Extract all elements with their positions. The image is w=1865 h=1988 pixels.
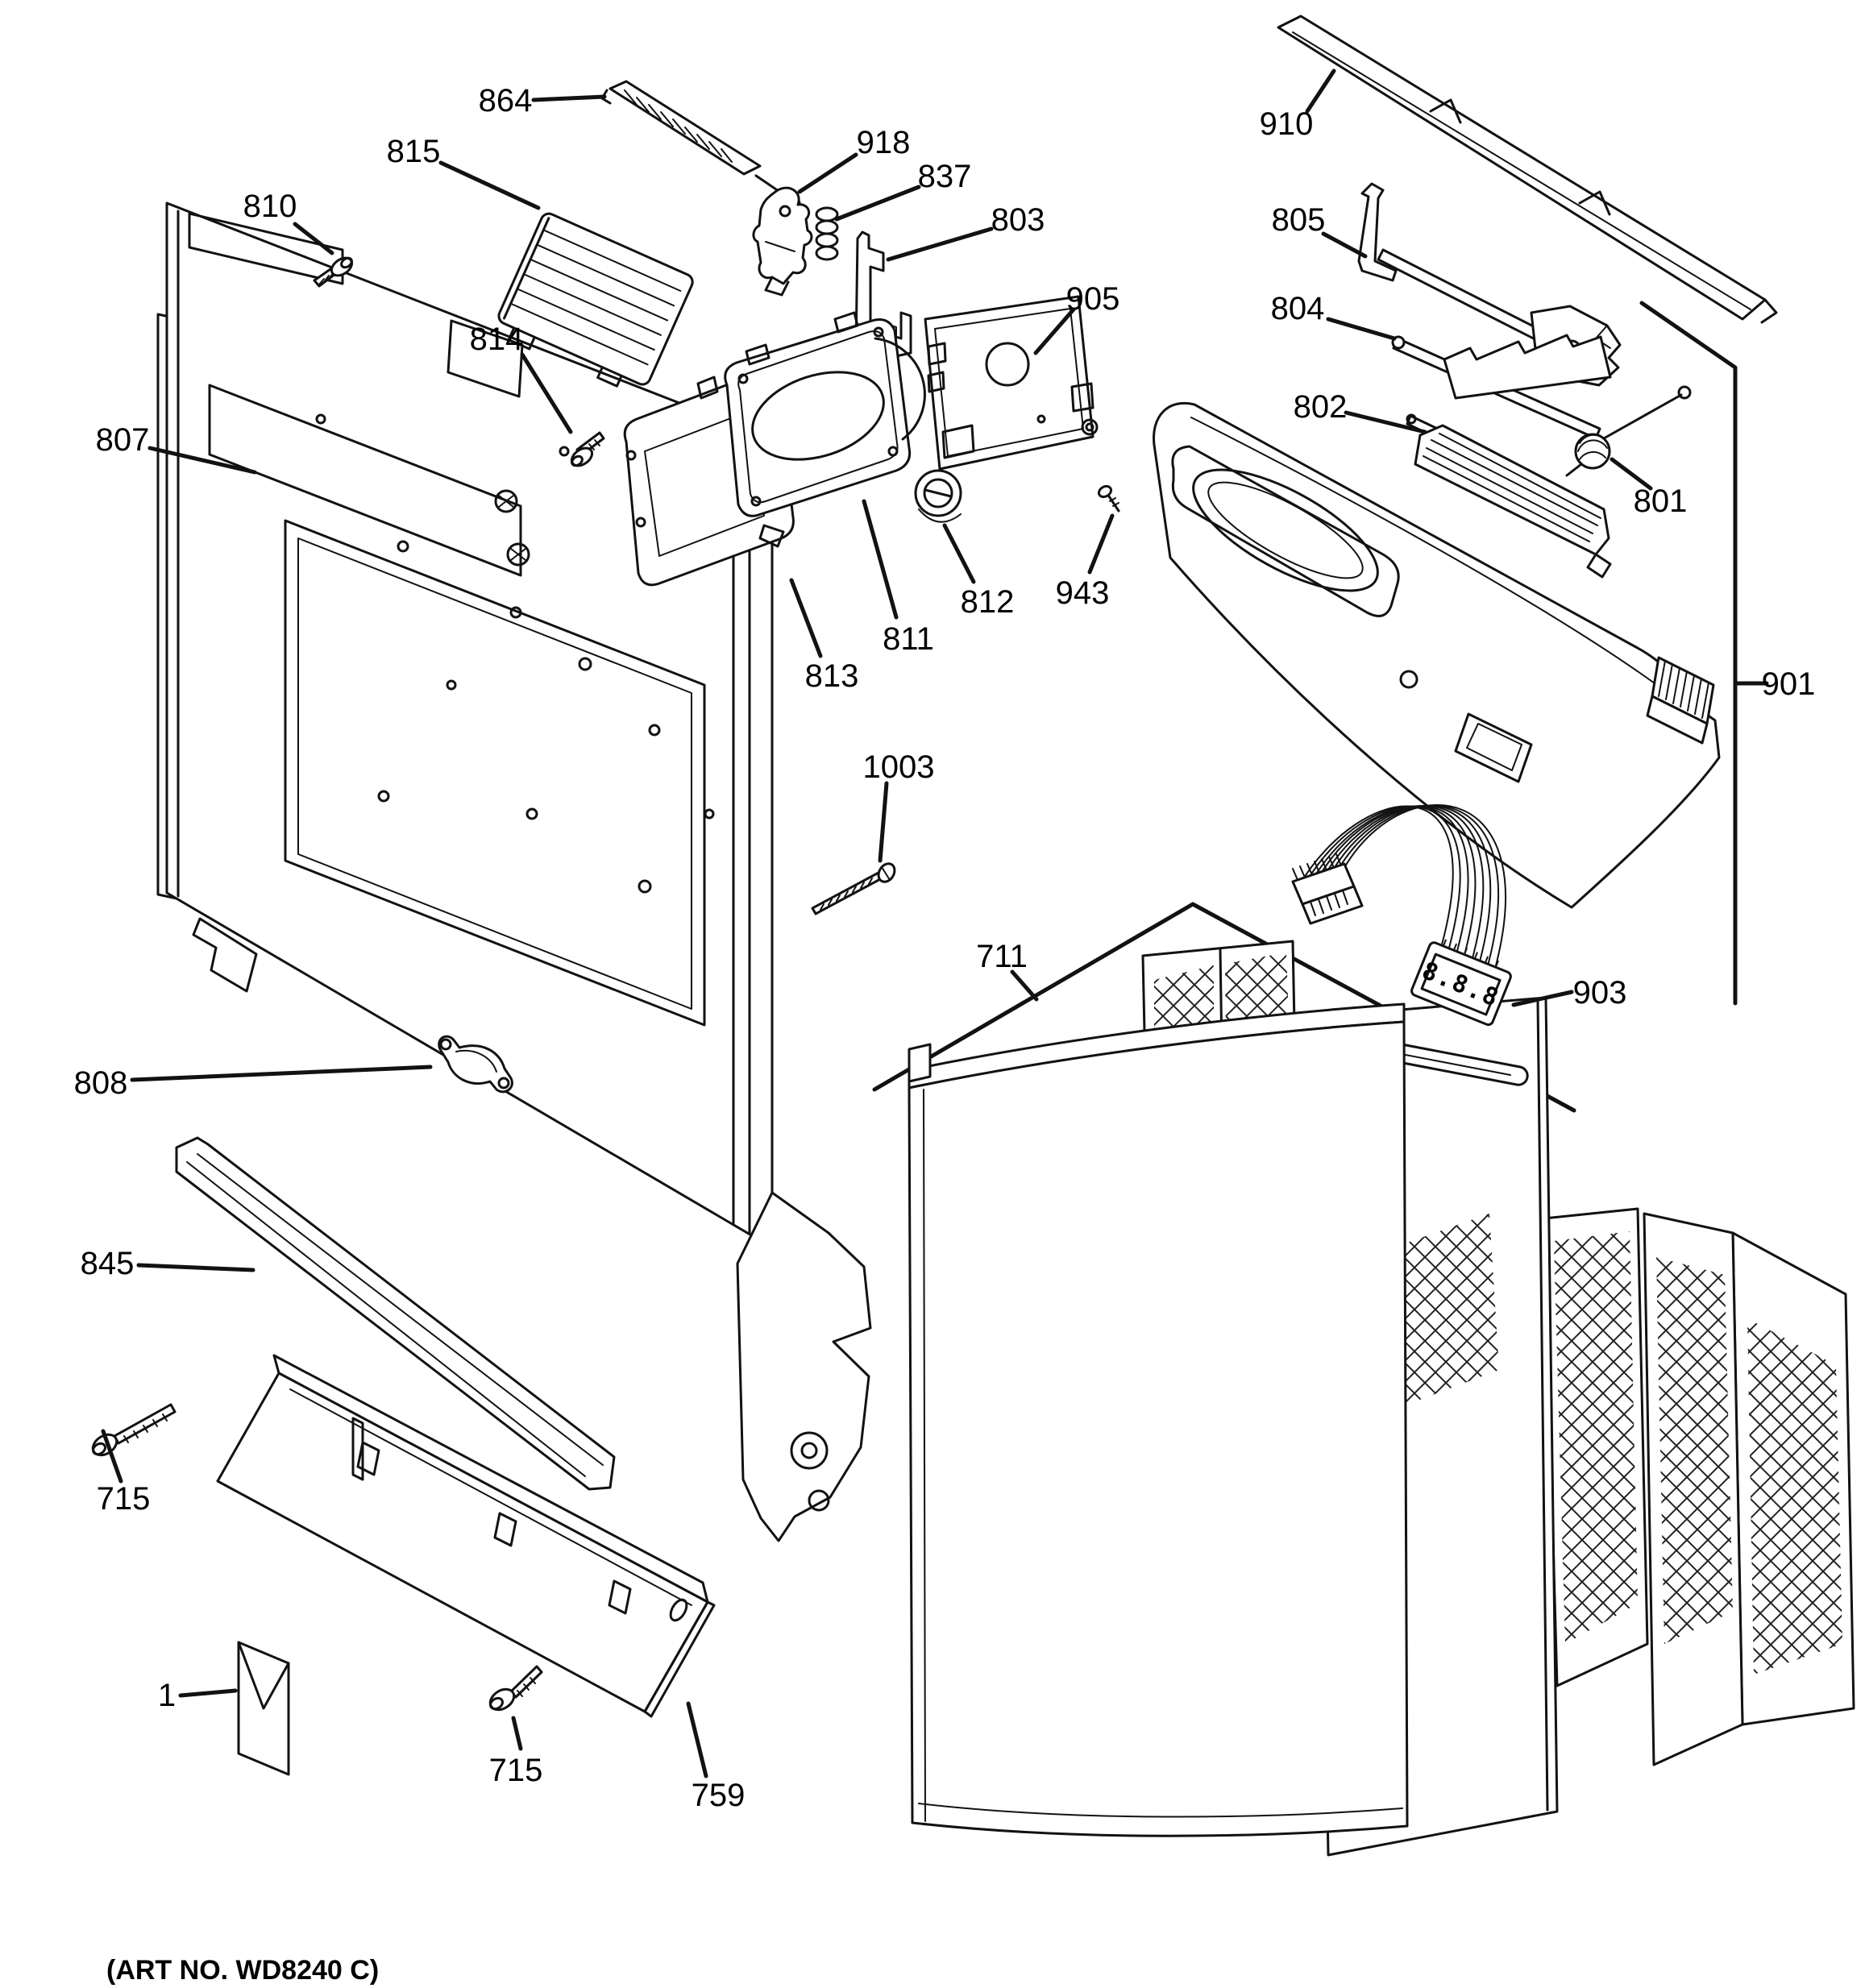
leader-910 [1305, 68, 1336, 114]
label-1: 1 [158, 1678, 176, 1713]
part-inner-door-panel [156, 201, 872, 1542]
part-torsion-spring-801 [1565, 385, 1692, 477]
leader-801 [1610, 457, 1653, 491]
part-screw-810 [313, 256, 354, 288]
leader-943 [1087, 513, 1115, 575]
label-910: 910 [1260, 106, 1314, 142]
leader-807 [147, 446, 257, 475]
part-top-trim-910 [1277, 15, 1778, 324]
part-knob-812 [914, 469, 962, 523]
part-screw-814 [570, 431, 605, 467]
part-bolt-1003 [811, 862, 896, 915]
label-759: 759 [692, 1778, 746, 1813]
label-807: 807 [96, 422, 150, 458]
label-811: 811 [883, 621, 934, 657]
part-vent-grille-864 [600, 80, 801, 208]
leader-845 [136, 1263, 255, 1272]
leader-805 [1321, 231, 1368, 259]
label-711: 711 [976, 939, 1028, 974]
top-parts [313, 80, 1099, 471]
label-905: 905 [1066, 281, 1120, 317]
part-dispenser-module-811 [724, 311, 926, 517]
leader-814 [520, 352, 573, 434]
hinge-arm [736, 1191, 872, 1542]
display-module: 8.8.8 [1410, 939, 1512, 1027]
part-literature-envelope-1 [237, 1641, 290, 1776]
lower-left-parts [91, 1035, 716, 1776]
label-810: 810 [243, 189, 297, 224]
label-1003: 1003 [863, 749, 935, 785]
part-screw-943 [1097, 484, 1120, 513]
label-813: 813 [805, 658, 859, 694]
leader-811 [862, 499, 899, 620]
label-815: 815 [387, 134, 441, 169]
leader-918 [797, 152, 858, 194]
label-715b: 715 [489, 1753, 543, 1788]
leader-808 [130, 1065, 433, 1082]
part-screw-715-lower [488, 1665, 543, 1712]
part-bracket-808 [438, 1035, 513, 1094]
leader-815 [438, 160, 541, 210]
leader-759 [686, 1701, 708, 1778]
part-door-latch-918 [752, 186, 813, 297]
leader-1003 [878, 781, 889, 863]
label-943: 943 [1056, 575, 1110, 611]
console-group-boundary [1639, 301, 1738, 1006]
callout-labels: 864 815 810 814 807 918 837 803 905 943 … [74, 83, 1816, 1986]
console-group [1153, 15, 1778, 1006]
leader-903 [1511, 990, 1574, 1007]
label-808: 808 [74, 1065, 128, 1101]
leader-802 [1344, 410, 1427, 434]
label-805: 805 [1272, 202, 1326, 238]
leader-837 [834, 185, 921, 222]
label-803: 803 [991, 202, 1045, 238]
part-control-module-905 [924, 295, 1099, 471]
label-814: 814 [470, 322, 524, 357]
label-918: 918 [857, 125, 911, 160]
label-901: 901 [1762, 666, 1816, 702]
leader-lines [101, 68, 1769, 1778]
mid-parts [623, 311, 1120, 915]
part-vent-cover-815 [497, 212, 694, 388]
art-number: (ART NO. WD8240 C) [106, 1955, 379, 1986]
label-804: 804 [1271, 291, 1325, 326]
part-link-rod-804 [1391, 334, 1612, 440]
part-access-panel-759 [216, 1354, 716, 1718]
cable-connector [1291, 853, 1364, 925]
label-802: 802 [1294, 389, 1348, 425]
label-837: 837 [918, 159, 972, 194]
part-trim-strip-845 [175, 1136, 616, 1491]
leader-810 [293, 222, 334, 255]
door-assembly-pack [872, 902, 1855, 1857]
part-console-escutcheon [1153, 402, 1721, 909]
part-outer-panel-right [1643, 1212, 1855, 1766]
label-812: 812 [961, 584, 1015, 620]
leader-804 [1326, 317, 1397, 341]
leader-905 [1033, 307, 1076, 355]
leader-864 [531, 94, 607, 102]
part-outer-door-panel [908, 1002, 1409, 1837]
leader-803 [886, 226, 994, 262]
label-801: 801 [1634, 484, 1688, 519]
label-903: 903 [1573, 975, 1627, 1011]
leader-812 [942, 523, 976, 584]
label-845: 845 [81, 1246, 135, 1281]
leader-715a [101, 1429, 123, 1484]
leader-711 [1010, 969, 1039, 1002]
part-spring-837 [815, 206, 839, 261]
leader-1 [178, 1688, 238, 1698]
part-ribbon-cable-903: 8.8.8 [1291, 804, 1512, 1027]
label-864: 864 [479, 83, 533, 118]
leader-813 [789, 578, 823, 658]
leader-715b [511, 1716, 523, 1751]
part-insulation-right [1543, 1207, 1649, 1687]
label-715a: 715 [97, 1481, 151, 1517]
part-control-trim-802 [1406, 413, 1612, 579]
